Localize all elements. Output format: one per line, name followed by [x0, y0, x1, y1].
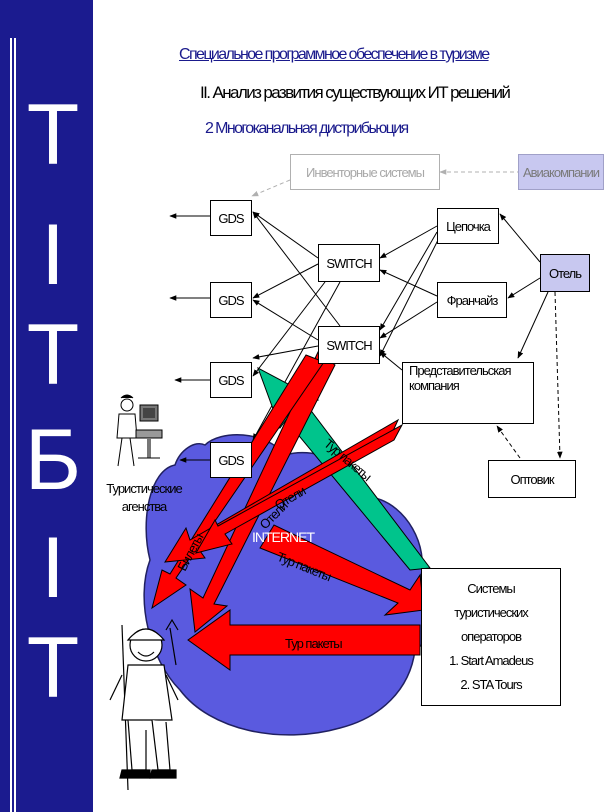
- airlines-box: Авиакомпании: [518, 154, 604, 190]
- tour-operators-box: Системы туристических операторов 1. Star…: [421, 568, 561, 706]
- sidebar-rule: [10, 38, 12, 812]
- wholesaler-box: Оптовик: [488, 460, 576, 498]
- subsection-title: 2 Многоканальная дистрибьюция: [205, 120, 409, 137]
- agency-line: агенства: [121, 499, 168, 514]
- representative-company-box: Представительская компания: [402, 362, 534, 424]
- sidebar-letter: І: [41, 520, 65, 616]
- rep-line: компания: [409, 378, 460, 393]
- gds-box: GDS: [210, 200, 252, 236]
- internet-label: INTERNET: [252, 529, 315, 545]
- switch-box: SWITCH: [318, 326, 380, 364]
- travel-agencies-label: Туристические агенства: [104, 480, 184, 516]
- packages-label: Тур пакеты: [285, 636, 342, 651]
- tour-line: Системы: [467, 581, 515, 596]
- sidebar-rule: [14, 38, 16, 812]
- sidebar-letter: Т: [26, 87, 80, 183]
- inventory-systems-box: Инвенторные системы: [290, 154, 440, 190]
- rep-line: Представительская: [409, 363, 512, 378]
- section-title: II. Анализ развития существующих ИТ реше…: [200, 83, 511, 102]
- sidebar-letter: Т: [26, 307, 80, 403]
- gds-box: GDS: [210, 362, 252, 398]
- chain-box: Цепочка: [437, 208, 499, 244]
- tourist-icon: [109, 618, 179, 791]
- agency-line: Туристические: [106, 481, 182, 496]
- sidebar-band: Т І Т Б І Т: [0, 0, 93, 812]
- link-wholesaler-rep: [496, 425, 521, 459]
- tour-line: туристических: [454, 605, 529, 620]
- franchise-box: Франчайз: [437, 282, 507, 318]
- link-hotel-wholesaler: [554, 291, 563, 459]
- gds-box: GDS: [210, 282, 252, 318]
- sidebar-letter: Б: [24, 412, 82, 508]
- slide-title: Специальное программное обеспечение в ту…: [179, 46, 490, 63]
- switch-box: SWITCH: [318, 244, 380, 282]
- tour-line: операторов: [460, 629, 522, 644]
- computer-user-icon: [116, 394, 163, 467]
- sidebar-letter: Т: [26, 620, 80, 716]
- red-arrows: [151, 351, 425, 671]
- hotel-box: Отель: [540, 254, 590, 292]
- sidebar-letter: І: [41, 207, 65, 303]
- tour-line: 2. STA Tours: [460, 677, 522, 692]
- link-inventory-gds: [251, 179, 291, 197]
- gds-box: GDS: [210, 442, 252, 478]
- tour-line: 1. Start Amadeus: [449, 653, 534, 668]
